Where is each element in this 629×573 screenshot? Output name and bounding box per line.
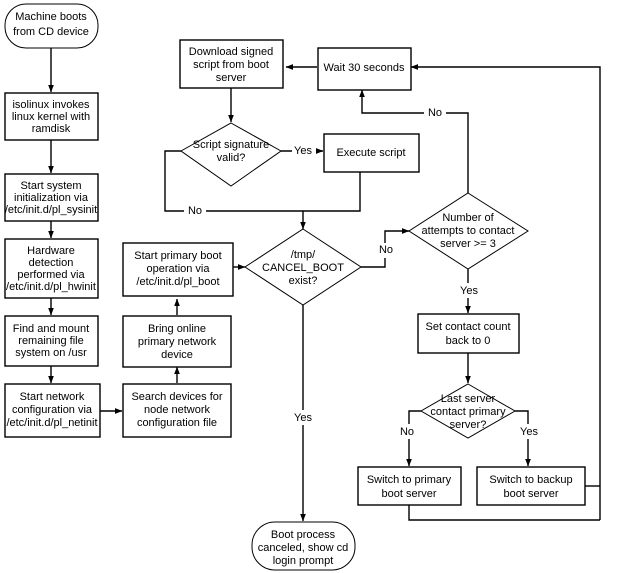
node-wait-30[interactable]: Wait 30 seconds [317, 47, 412, 91]
node-last-primary-decision[interactable]: Last server contact primary server? [419, 383, 517, 439]
node-sysinit-line-0: Start system [20, 180, 81, 192]
node-switch-primary-line-1: boot server [381, 488, 436, 500]
node-isolinux[interactable]: isolinux invokes linux kernel with ramdi… [4, 92, 99, 141]
node-reset-count-line-0: Set contact count [426, 321, 511, 333]
node-machine-boots[interactable]: Machine boots from CD device [4, 3, 99, 49]
edge-label-cancel-no: No [379, 244, 393, 256]
edges-layer [48, 48, 601, 522]
node-search-devices[interactable]: Search devices for node network configur… [122, 383, 232, 438]
edge-label-sig-no: No [188, 205, 202, 217]
node-isolinux-line-1: linux kernel with [12, 111, 90, 123]
node-sysinit-line-1: initialization via [14, 192, 89, 204]
edge-label-attempts-no: No [428, 107, 442, 119]
node-download-script-line-2: server [216, 72, 247, 84]
node-hwinit[interactable]: Hardware detection performed via /etc/in… [4, 238, 99, 299]
node-download-script-line-1: script from boot [193, 59, 269, 71]
node-cancel-boot-line-0: /tmp/ [291, 249, 316, 261]
node-cancel-boot-decision[interactable]: /tmp/ CANCEL_BOOT exist? [244, 228, 362, 306]
node-mount-usr-line-2: system on /usr [15, 347, 87, 359]
node-last-primary-line-2: server? [450, 419, 487, 431]
node-hwinit-line-2: performed via [17, 269, 85, 281]
edge-attempts-no-to-wait [359, 89, 469, 193]
node-boot-canceled[interactable]: Boot process canceled, show cd login pro… [251, 521, 356, 571]
edge-label-last-no: No [400, 426, 414, 438]
node-reset-count[interactable]: Set contact count back to 0 [417, 313, 520, 354]
node-download-script-line-0: Download signed [189, 46, 273, 58]
node-netinit-line-2: /etc/init.d/pl_netinit [6, 417, 97, 429]
edge-label-cancel-yes: Yes [294, 412, 312, 424]
node-hwinit-line-0: Hardware [27, 245, 75, 257]
node-reset-count-line-1: back to 0 [446, 335, 491, 347]
node-hwinit-line-3: /etc/init.d/pl_hwinit [6, 281, 96, 293]
node-sig-valid-line-1: valid? [217, 152, 246, 164]
node-execute-script[interactable]: Execute script [323, 133, 420, 173]
node-last-primary-line-1: contact primary [430, 406, 506, 418]
node-bring-online-line-1: primary network [138, 336, 217, 348]
node-pl-boot-line-2: /etc/init.d/pl_boot [136, 276, 219, 288]
node-cancel-boot-line-1: CANCEL_BOOT [262, 262, 344, 274]
node-boot-canceled-line-2: login prompt [273, 555, 334, 567]
node-attempts-line-1: attempts to contact [422, 225, 515, 237]
node-machine-boots-line-1: from CD device [13, 26, 89, 38]
node-sig-valid-decision[interactable]: Script signature valid? [180, 122, 282, 187]
edge-label-last-yes: Yes [520, 426, 538, 438]
node-boot-canceled-line-0: Boot process [271, 529, 336, 541]
node-execute-script-line-0: Execute script [336, 147, 405, 159]
node-machine-boots-line-0: Machine boots [15, 11, 87, 23]
node-hwinit-line-1: detection [29, 257, 74, 269]
node-mount-usr-line-1: remaining file [18, 335, 83, 347]
node-bring-online[interactable]: Bring online primary network device [122, 315, 232, 368]
node-isolinux-line-2: ramdisk [32, 123, 71, 135]
node-search-devices-line-2: configuration file [137, 417, 217, 429]
edge-sigvalid-no-to-cancelboot [164, 150, 303, 212]
node-mount-usr-line-0: Find and mount [13, 323, 89, 335]
node-download-script[interactable]: Download signed script from boot server [179, 39, 284, 89]
edge-label-sig-yes: Yes [294, 145, 312, 157]
node-cancel-boot-line-2: exist? [289, 275, 318, 287]
edge-execute-to-cancelboot [300, 172, 361, 230]
node-bring-online-line-0: Bring online [148, 323, 206, 335]
edge-lastprimary-no-to-switchprimary [406, 410, 421, 467]
edge-switchprimary-to-return [408, 505, 600, 521]
node-search-devices-line-0: Search devices for [131, 391, 222, 403]
edge-lastprimary-yes-to-switchbackup [515, 410, 531, 467]
node-mount-usr[interactable]: Find and mount remaining file system on … [4, 315, 99, 367]
node-netinit[interactable]: Start network configuration via /etc/ini… [4, 383, 101, 438]
node-pl-boot-line-1: operation via [147, 263, 211, 275]
node-switch-backup[interactable]: Switch to backup boot server [476, 466, 586, 506]
node-pl-boot-line-0: Start primary boot [134, 250, 221, 262]
node-netinit-line-0: Start network [20, 391, 85, 403]
node-attempts-line-0: Number of [442, 212, 494, 224]
node-switch-backup-line-1: boot server [503, 488, 558, 500]
edge-labels-layer: Yes No No Yes Yes No No Yes [184, 105, 542, 439]
node-switch-backup-line-0: Switch to backup [489, 474, 572, 486]
node-netinit-line-1: configuration via [12, 404, 93, 416]
node-isolinux-line-0: isolinux invokes [12, 99, 90, 111]
edge-return-to-wait [410, 64, 601, 520]
node-sysinit[interactable]: Start system initialization via /etc/ini… [4, 173, 99, 222]
node-switch-primary-line-0: Switch to primary [367, 474, 452, 486]
node-search-devices-line-1: node network [144, 404, 211, 416]
node-wait-30-line-0: Wait 30 seconds [324, 62, 405, 74]
node-switch-primary[interactable]: Switch to primary boot server [357, 466, 462, 506]
node-sig-valid-line-0: Script signature [193, 139, 269, 151]
node-boot-canceled-line-1: canceled, show cd [258, 542, 349, 554]
node-bring-online-line-2: device [161, 349, 193, 361]
node-pl-boot[interactable]: Start primary boot operation via /etc/in… [122, 242, 234, 297]
edge-label-attempts-yes: Yes [460, 285, 478, 297]
node-last-primary-line-0: Last server [441, 393, 496, 405]
node-attempts-line-2: server >= 3 [440, 238, 496, 250]
node-sysinit-line-2: /etc/init.d/pl_sysinit [5, 204, 97, 216]
node-attempts-decision[interactable]: Number of attempts to contact server >= … [408, 192, 529, 270]
